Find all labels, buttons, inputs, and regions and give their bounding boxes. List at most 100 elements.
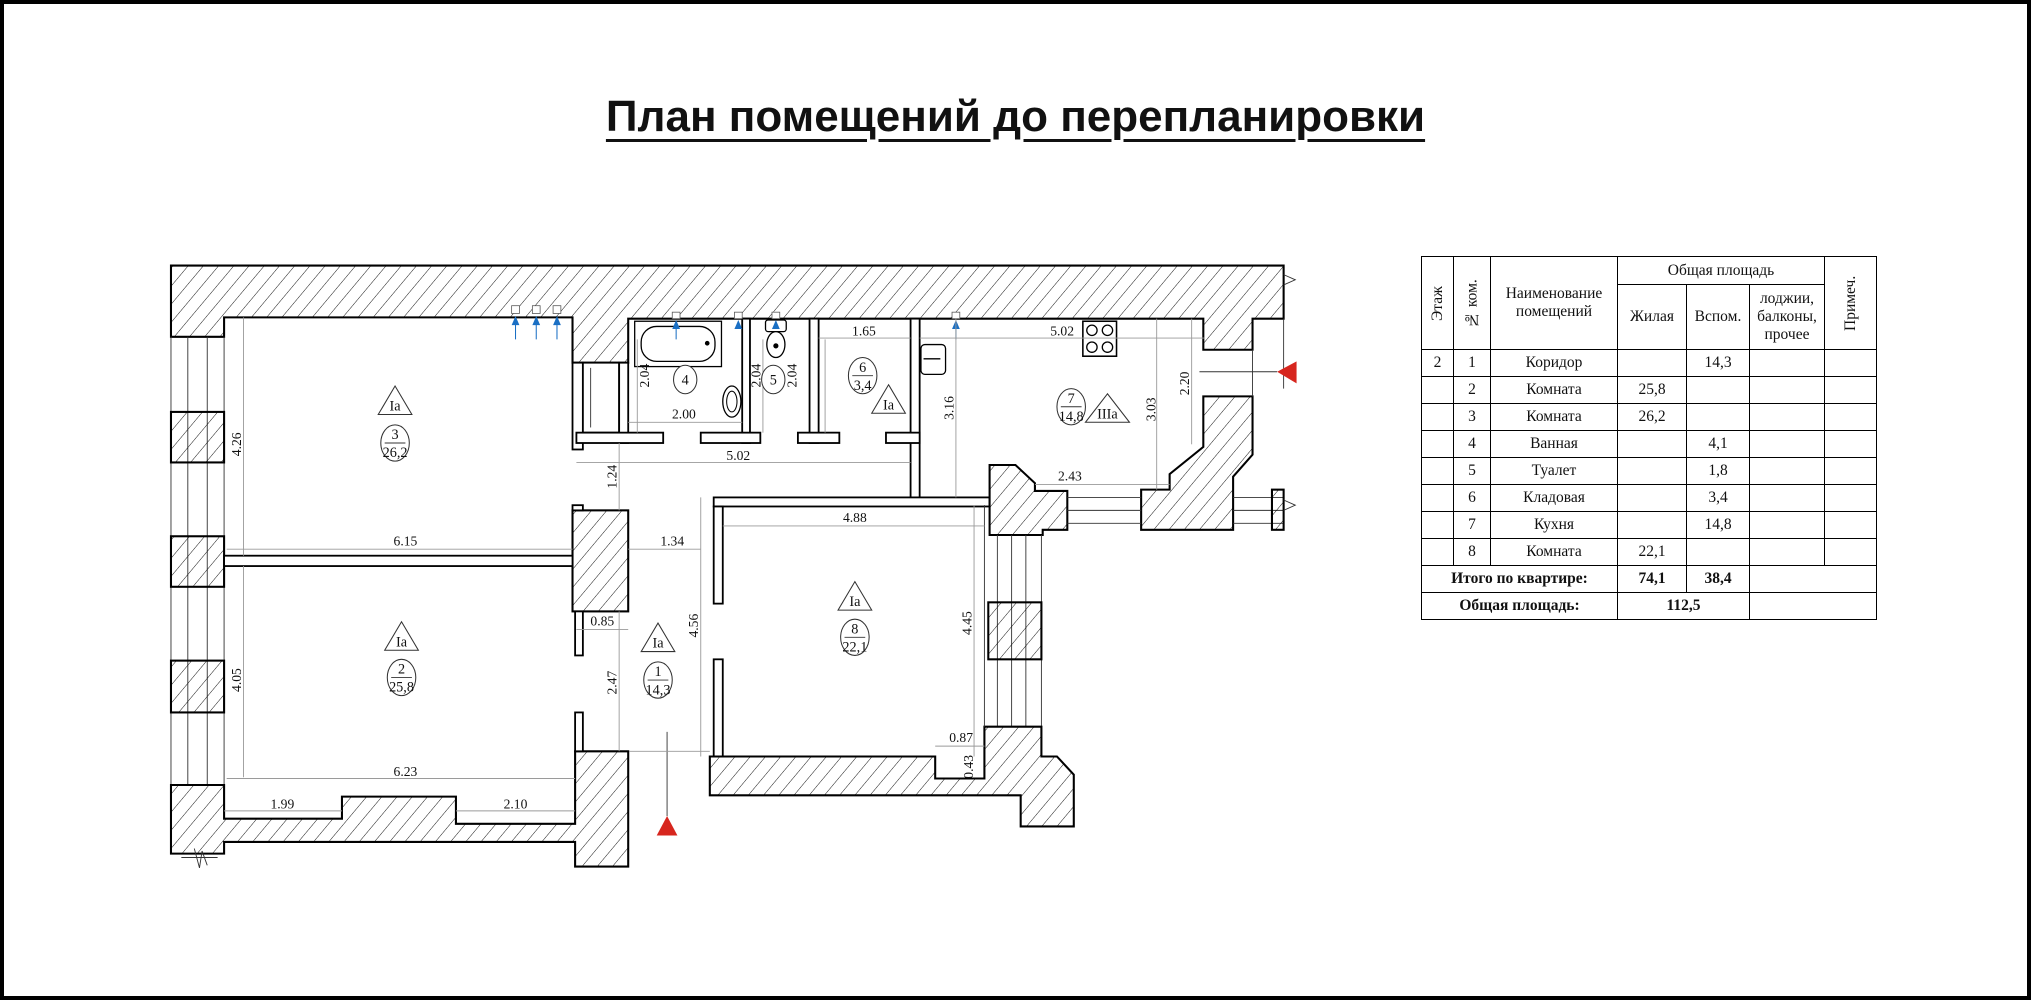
room-area: 3,4 [854, 378, 872, 394]
dimension-label: 5.02 [726, 448, 750, 463]
cell-room-name: Комната [1490, 376, 1618, 404]
cell-loggias [1749, 376, 1825, 404]
dimension-label: 4.88 [843, 510, 867, 525]
middle-pier [571, 509, 630, 613]
header-room-name: Наименование помещений [1490, 256, 1618, 350]
header-total-area: Общая площадь [1617, 256, 1825, 285]
dimension-label: 1.99 [270, 796, 294, 811]
room-number: 1 [654, 664, 661, 680]
cell-floor [1421, 511, 1454, 539]
cell-room-name: Туалет [1490, 457, 1618, 485]
cell-notes [1824, 376, 1877, 404]
dimension-label: 3.03 [1143, 397, 1158, 421]
room-class: Ia [390, 399, 402, 415]
header-floor: Этаж [1421, 256, 1454, 350]
room-number: 3 [391, 427, 398, 443]
wall [808, 317, 820, 444]
grand-total-value: 112,5 [1617, 592, 1750, 620]
cell-aux [1686, 403, 1750, 431]
entrance-marker-icon [1277, 361, 1297, 384]
room-label-5: 5 [761, 364, 786, 395]
room-class-triangle [383, 620, 420, 651]
wall [909, 317, 921, 499]
cell-room-no: 3 [1453, 403, 1491, 431]
page-title: План помещений до перепланировки [0, 92, 2031, 142]
cell-room-name: Коридор [1490, 349, 1618, 377]
cell-aux: 3,4 [1686, 484, 1750, 512]
room-number-circle [673, 364, 698, 395]
total-living: 74,1 [1617, 565, 1687, 593]
wall [618, 361, 630, 444]
title-text: План помещений до перепланировки [605, 92, 1426, 141]
cell-notes [1824, 430, 1877, 458]
room-class: Ia [396, 634, 408, 650]
cell-floor [1421, 430, 1454, 458]
room-area: 25,8 [389, 680, 414, 696]
room-area: 26,2 [383, 445, 408, 461]
cell-aux: 1,8 [1686, 457, 1750, 485]
room-label-1: 1 14,3 Ia [640, 622, 676, 699]
dimension-label: 4.56 [686, 614, 701, 638]
cell-floor [1421, 457, 1454, 485]
break-mark [181, 848, 218, 868]
wall [574, 711, 584, 753]
break-mark [1283, 499, 1297, 511]
header-room-no: № ком. [1453, 256, 1491, 350]
cell-floor: 2 [1421, 349, 1454, 377]
cell-room-name: Кухня [1490, 511, 1618, 539]
cell-living [1617, 511, 1687, 539]
wall [712, 496, 991, 508]
dimension-label: 2.43 [1058, 469, 1082, 484]
wall [699, 431, 762, 444]
cell-room-no: 5 [1453, 457, 1491, 485]
dimension-label: 2.00 [672, 406, 696, 421]
wall [712, 505, 724, 605]
top-wall [169, 264, 1285, 364]
cell-notes [1824, 349, 1877, 377]
room-class: Ia [883, 397, 895, 413]
header-living: Жилая [1617, 284, 1687, 350]
room-number-circle [761, 364, 786, 395]
kitchen-corner-pier [1140, 395, 1254, 531]
stove-icon [1082, 320, 1118, 357]
cell-loggias [1749, 403, 1825, 431]
cell-loggias [1749, 457, 1825, 485]
cell-room-no: 2 [1453, 376, 1491, 404]
dimension-label: 6.23 [394, 764, 418, 779]
cell-aux: 14,3 [1686, 349, 1750, 377]
dimension-label: 1.65 [852, 323, 876, 338]
dimension-label: 2.04 [637, 364, 652, 388]
wall [712, 658, 724, 758]
kitchen-pier [988, 463, 1069, 537]
room-label-6: 63,4Ia [847, 356, 907, 414]
room-class: Ia [652, 636, 664, 652]
cell-living: 22,1 [1617, 538, 1687, 566]
room-area: 14,3 [646, 682, 671, 698]
dimension-label: 6.15 [394, 533, 418, 548]
kitchen-window [1067, 318, 1285, 531]
header-notes: Примеч. [1824, 256, 1877, 350]
break-mark [1283, 274, 1297, 286]
dimension-label: 4.26 [229, 432, 244, 456]
total-label: Итого по квартире: [1421, 565, 1618, 593]
kitchen-sink-icon [920, 343, 947, 375]
dimension-lines [224, 317, 1205, 812]
cell-loggias [1749, 511, 1825, 539]
dimension-labels: 4.26 4.05 6.15 6.23 1.99 2.10 2.04 2.04 … [229, 323, 1192, 811]
cell-aux: 14,8 [1686, 511, 1750, 539]
empty-cell [1749, 565, 1877, 593]
room-class-triangle [1084, 392, 1131, 423]
room-number: 4 [682, 373, 689, 389]
room-area: 14,8 [1059, 409, 1084, 425]
cell-notes [1824, 538, 1877, 566]
cell-living: 26,2 [1617, 403, 1687, 431]
header-auxiliary: Вспом. [1686, 284, 1750, 350]
cell-floor [1421, 484, 1454, 512]
